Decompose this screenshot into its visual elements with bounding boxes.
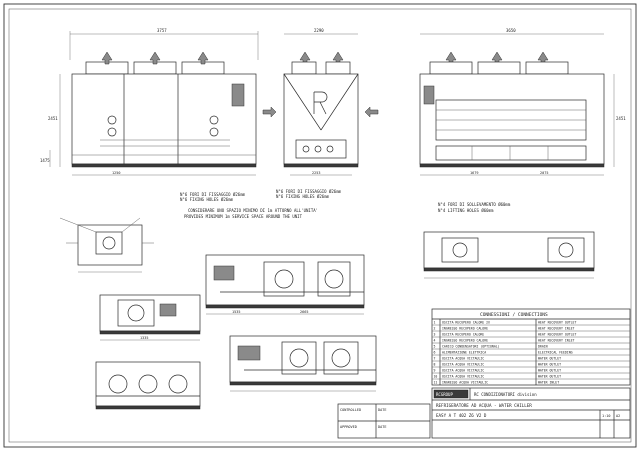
pump-section-bottom	[229, 335, 377, 392]
pump-section-top: 1535 2665	[205, 254, 365, 315]
connections-title: CONNESSIONI / CONNECTIONS	[480, 312, 548, 318]
connections-rows: 1 USCITA RECUPERO CALORE 2X HEAT RECOVERY …	[432, 320, 630, 384]
note-lifting-1: N°4 FORI DI SOLLEVAMENTO Ø60mm	[438, 202, 511, 207]
drawing-description: REFRIGERATORE AD ACQUA - WATER CHILLER	[436, 403, 532, 408]
sheet-size: A2	[616, 414, 620, 418]
conn-italian: USCITA RECUPERO CALORE 2X	[442, 320, 490, 324]
inner-border	[8, 8, 632, 443]
conn-number: 2	[434, 326, 436, 330]
note-lifting-2: N°4 LIFTING HOLES Ø60mm	[438, 208, 494, 213]
detail-view	[59, 217, 154, 273]
note-fixing-1b: N°6 FORI DI FISSAGGIO Ø26mm	[180, 192, 246, 197]
dim-side-width: 2290	[314, 28, 324, 33]
arrow-right-icon	[262, 106, 277, 118]
conn-italian: USCITA ACQUA VICTAULIC	[442, 356, 484, 360]
conn-english: WATER OUTLET	[538, 356, 561, 360]
model-name: EASY A T 402 Z6 V2 D	[436, 413, 487, 418]
dim-2075: 2075	[540, 171, 548, 175]
approved-label: APPROVED	[340, 425, 357, 429]
conn-italian: INGRESSO ACQUA VICTAULIC	[442, 380, 488, 384]
approval-boxes: CONTROLLED DATE APPROVED DATE	[337, 403, 431, 439]
dim-2253: 2253	[312, 171, 320, 175]
conn-english: WATER INLET	[538, 380, 559, 384]
conn-number: 4	[434, 338, 436, 342]
conn-italian: USCITA ACQUA VICTAULIC	[442, 368, 484, 372]
approved-date-label: DATE	[378, 425, 386, 429]
conn-number: 11	[434, 380, 438, 384]
conn-italian: INGRESSO RECUPERO CALORE	[442, 338, 488, 342]
rear-view: 3650 2451 1679 2075	[419, 28, 626, 176]
dim-front-width: 3757	[157, 28, 167, 33]
front-view: 3757 2451 1475 1250	[40, 28, 259, 176]
dim-1250: 1250	[112, 171, 120, 175]
scale-value: 1:10	[602, 414, 610, 418]
conn-english: HEAT RECOVERY INLET	[538, 338, 575, 342]
dim-1475: 1475	[40, 158, 50, 163]
conn-number: 9	[434, 368, 436, 372]
conn-english: WATER OUTLET	[538, 368, 561, 372]
conn-english: HEAT RECOVERY INLET	[538, 326, 575, 330]
conn-english: WATER OUTLET	[538, 362, 561, 366]
note-fixing-1: N°6 FORI DI FISSAGGIO Ø26mm	[276, 189, 342, 194]
dim-1679: 1679	[470, 171, 478, 175]
conn-number: 6	[434, 350, 436, 354]
note-service-1: CONSIDERARE UNO SPAZIO MINIMO DI 1m ATTO…	[188, 208, 318, 213]
lower-left-view: 1335	[95, 294, 201, 410]
conn-english: HEAT RECOVERY OUTLET	[538, 332, 576, 336]
side-view: 2290 2253	[283, 28, 359, 176]
conn-number: 5	[434, 344, 436, 348]
dim-rear-width: 3650	[506, 28, 516, 33]
title-block: RCGROUP RC CONDIZIONATORI division REFRI…	[431, 387, 631, 439]
conn-italian: INGRESSO RECUPERO CALORE	[442, 326, 488, 330]
arrow-left-icon	[364, 106, 379, 118]
conn-number: 8	[434, 362, 436, 366]
dim-2665: 2665	[300, 310, 308, 314]
conn-english: HEAT RECOVERY OUTLET	[538, 320, 576, 324]
dim-1535: 1535	[232, 310, 240, 314]
conn-number: 3	[434, 332, 436, 336]
conn-italian: USCITA RECUPERO CALORE	[442, 332, 484, 336]
dim-1335: 1335	[140, 336, 148, 340]
controlled-date-label: DATE	[378, 408, 386, 412]
conn-english: ELECTRICAL FEEDING	[538, 350, 573, 354]
conn-english: DRAIN	[538, 344, 548, 348]
conn-number: 7	[434, 356, 436, 360]
note-service-2: PROVIDES MINIMUM 1m SERVICE SPACE AROUND…	[184, 214, 303, 219]
conn-italian: USCITA ACQUA VICTAULIC	[442, 374, 484, 378]
conn-english: WATER OUTLET	[538, 374, 561, 378]
note-fixing-2: N°6 FIXING HOLES Ø26mm	[276, 194, 330, 199]
dim-height-right: 2451	[616, 116, 626, 121]
dim-height-left: 2451	[48, 116, 58, 121]
conn-number: 1	[434, 320, 436, 324]
conn-italian: ALIMENTAZIONE ELETTRICA	[442, 350, 486, 354]
conn-italian: USCITA ACQUA VICTAULIC	[442, 362, 484, 366]
rc-logo-text: RCGROUP	[436, 392, 453, 397]
conn-italian: CARICO CONDENSATORI (OPTIONAL)	[442, 344, 500, 348]
right-detail-view	[423, 231, 595, 279]
controlled-label: CONTROLLED	[340, 408, 361, 412]
note-fixing-2b: N°6 FIXING HOLES Ø26mm	[180, 197, 234, 202]
conn-number: 10	[434, 374, 438, 378]
company-name: RC CONDIZIONATORI division	[474, 392, 537, 397]
